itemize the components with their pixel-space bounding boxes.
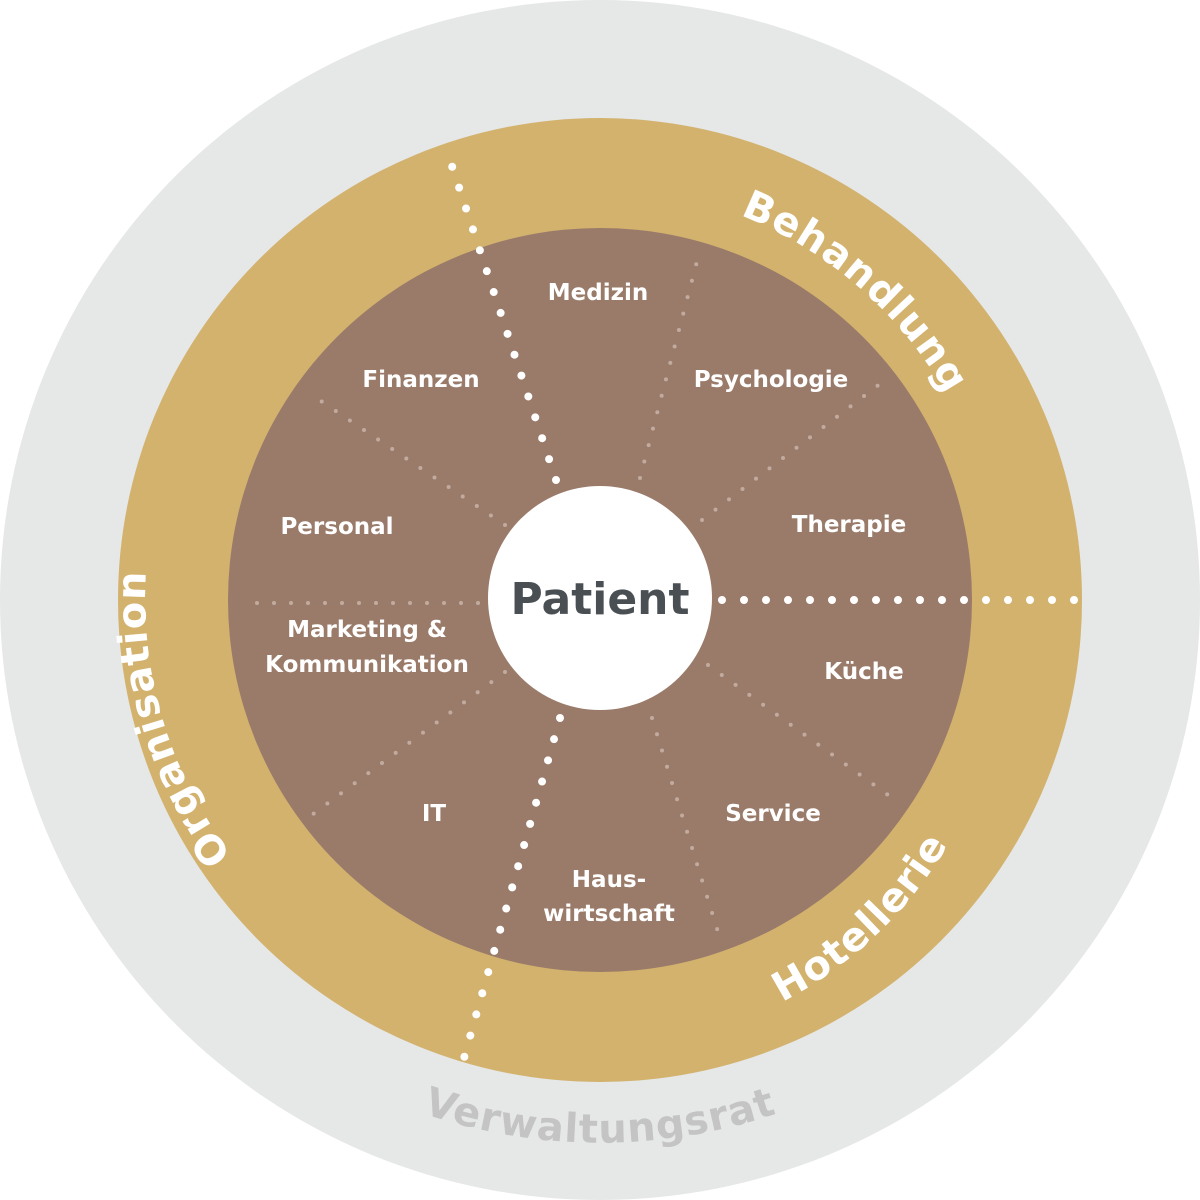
center-label: Patient	[510, 574, 689, 625]
dept-personal: Personal	[280, 514, 393, 540]
dept-medizin: Medizin	[548, 280, 648, 306]
dept-marketing-line2: Kommunikation	[265, 652, 469, 678]
dept-marketing-line1: Marketing &	[287, 617, 447, 643]
divider-organisation-behandlung	[442, 144, 560, 484]
divider-service-hauswirtschaft	[650, 716, 724, 947]
dept-service: Service	[725, 801, 821, 827]
dept-hauswirtschaft-line1: Haus-	[572, 867, 646, 893]
dept-finanzen: Finanzen	[362, 367, 479, 393]
major-dividers	[442, 144, 1082, 1062]
divider-hotellerie-organisation	[460, 714, 564, 1062]
divider-medizin-psychologie	[638, 248, 702, 480]
minor-dividers	[238, 248, 897, 947]
dept-therapie: Therapie	[792, 512, 906, 538]
center-disc	[488, 486, 712, 710]
dept-psychologie: Psychologie	[694, 367, 849, 393]
dept-kueche: Küche	[824, 659, 903, 685]
dept-it: IT	[422, 801, 447, 827]
dept-hauswirtschaft-line2: wirtschaft	[543, 901, 675, 927]
department-labels: Medizin Psychologie Therapie Küche Servi…	[265, 280, 906, 927]
